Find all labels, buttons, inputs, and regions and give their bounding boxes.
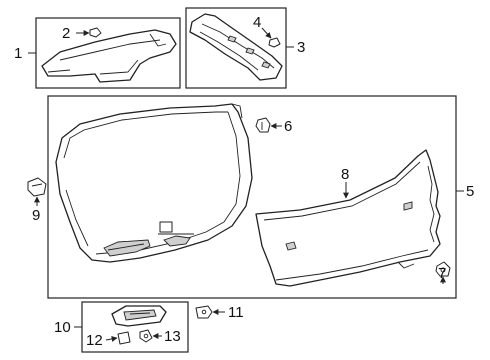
- callout-7: 7: [438, 265, 446, 282]
- spoiler-trim-panel: [41, 29, 177, 83]
- callout-1: 1: [14, 45, 22, 62]
- callout-13: 13: [164, 328, 181, 345]
- clip-11: [195, 305, 213, 319]
- clip-6: [255, 117, 271, 133]
- callout-8: 8: [341, 166, 349, 183]
- callout-4: 4: [253, 14, 261, 31]
- callout-11: 11: [228, 304, 244, 321]
- callout-6: 6: [284, 118, 292, 135]
- lamp-lens-12: [117, 331, 131, 345]
- clip-7: [435, 261, 451, 277]
- bulb-13: [139, 329, 153, 343]
- bracket-9: [27, 177, 47, 197]
- liftgate-inner-panel: [55, 103, 253, 263]
- callout-5: 5: [466, 183, 474, 200]
- group-box-3: [185, 7, 287, 89]
- callout-2: 2: [62, 25, 70, 42]
- clip-2: [89, 27, 102, 38]
- retainer-4: [268, 37, 281, 48]
- callout-3: 3: [297, 39, 305, 56]
- callout-9: 9: [32, 207, 40, 224]
- liftgate-lower-trim-panel: [255, 149, 441, 287]
- dome-lamp-assembly: [111, 305, 167, 327]
- group-box-5: [47, 95, 457, 299]
- callout-10: 10: [54, 319, 71, 336]
- callout-12: 12: [86, 332, 103, 349]
- side-trim-strip: [189, 13, 283, 81]
